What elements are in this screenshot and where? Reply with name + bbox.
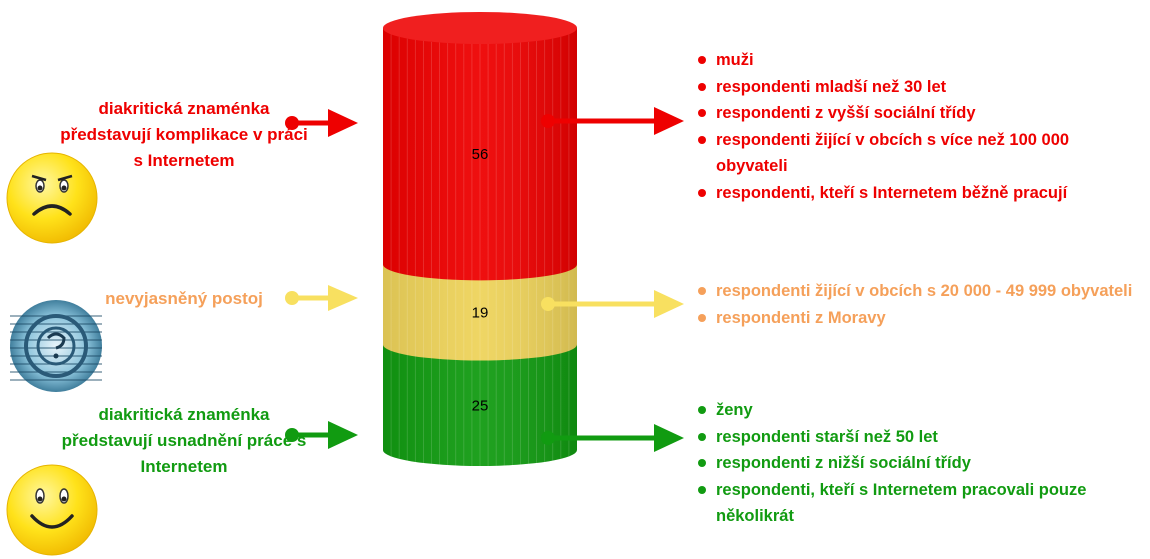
neutral-group-list: respondenti žijící v obcích s 20 000 - 4… (698, 278, 1138, 331)
negative-right-arrow (541, 107, 684, 135)
sad-face-icon (6, 152, 98, 244)
segment-value-label: 25 (472, 397, 489, 414)
positive-list-item: respondenti, kteří s Internetem pracoval… (698, 477, 1138, 530)
happy-face-icon (6, 464, 98, 556)
negative-list-item: respondenti, kteří s Internetem běžně pr… (698, 180, 1138, 207)
negative-left-label: diakritická znaménka představují komplik… (60, 99, 308, 170)
cylinder-top-cap-highlight (383, 12, 577, 44)
neutral-list-item: respondenti z Moravy (698, 305, 1138, 332)
positive-left-label: diakritická znaménka představují usnadně… (61, 405, 307, 476)
negative-list-item: respondenti žijící v obcích s více než 1… (698, 127, 1138, 180)
neutral-left-arrow (285, 285, 358, 311)
segment-value-label: 56 (472, 146, 489, 163)
negative-list-item: respondenti mladší než 30 let (698, 74, 1138, 101)
cylinder-segment-shade (383, 344, 577, 466)
cylinder-segment-shade (382, 264, 577, 361)
cylinder-top-cap (383, 12, 577, 44)
positive-list-item: respondenti starší než 50 let (698, 424, 1138, 451)
neutral-right-arrow (541, 290, 684, 318)
positive-list-item: ženy (698, 397, 1138, 424)
positive-list-item: respondenti z nižší sociální třídy (698, 450, 1138, 477)
positive-right-arrow (541, 424, 684, 452)
confused-face-icon (10, 300, 102, 392)
positive-left-arrow (285, 421, 358, 449)
cylinder: 56 19 25 (382, 12, 577, 466)
negative-list-item: respondenti z vyšší sociální třídy (698, 100, 1138, 127)
cylinder-segment-shade (382, 28, 577, 281)
arrows (285, 107, 684, 452)
segment-value-label: 19 (472, 304, 489, 321)
negative-left-arrow (285, 109, 358, 137)
neutral-list-item: respondenti žijící v obcích s 20 000 - 4… (698, 278, 1138, 305)
neutral-left-label: nevyjasněný postoj (105, 289, 263, 308)
negative-list-item: muži (698, 47, 1138, 74)
